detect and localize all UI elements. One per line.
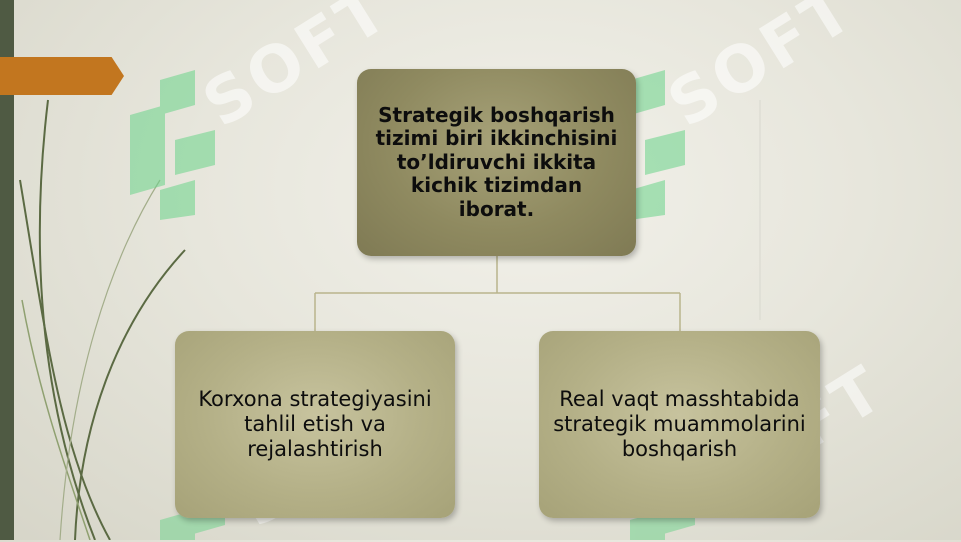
top-node: Strategik boshqarish tizimi biri ikkinch… <box>357 69 636 256</box>
left-child-node-text: Korxona strategiyasini tahlil etish va r… <box>198 387 432 461</box>
accent-arrow-shape <box>0 57 124 95</box>
right-child-node: Real vaqt masshtabida strategik muammola… <box>539 331 820 518</box>
left-child-node: Korxona strategiyasini tahlil etish va r… <box>175 331 455 518</box>
top-node-text: Strategik boshqarish tizimi biri ikkinch… <box>375 102 618 221</box>
left-side-bar <box>0 0 14 540</box>
right-child-node-text: Real vaqt masshtabida strategik muammola… <box>553 387 806 461</box>
